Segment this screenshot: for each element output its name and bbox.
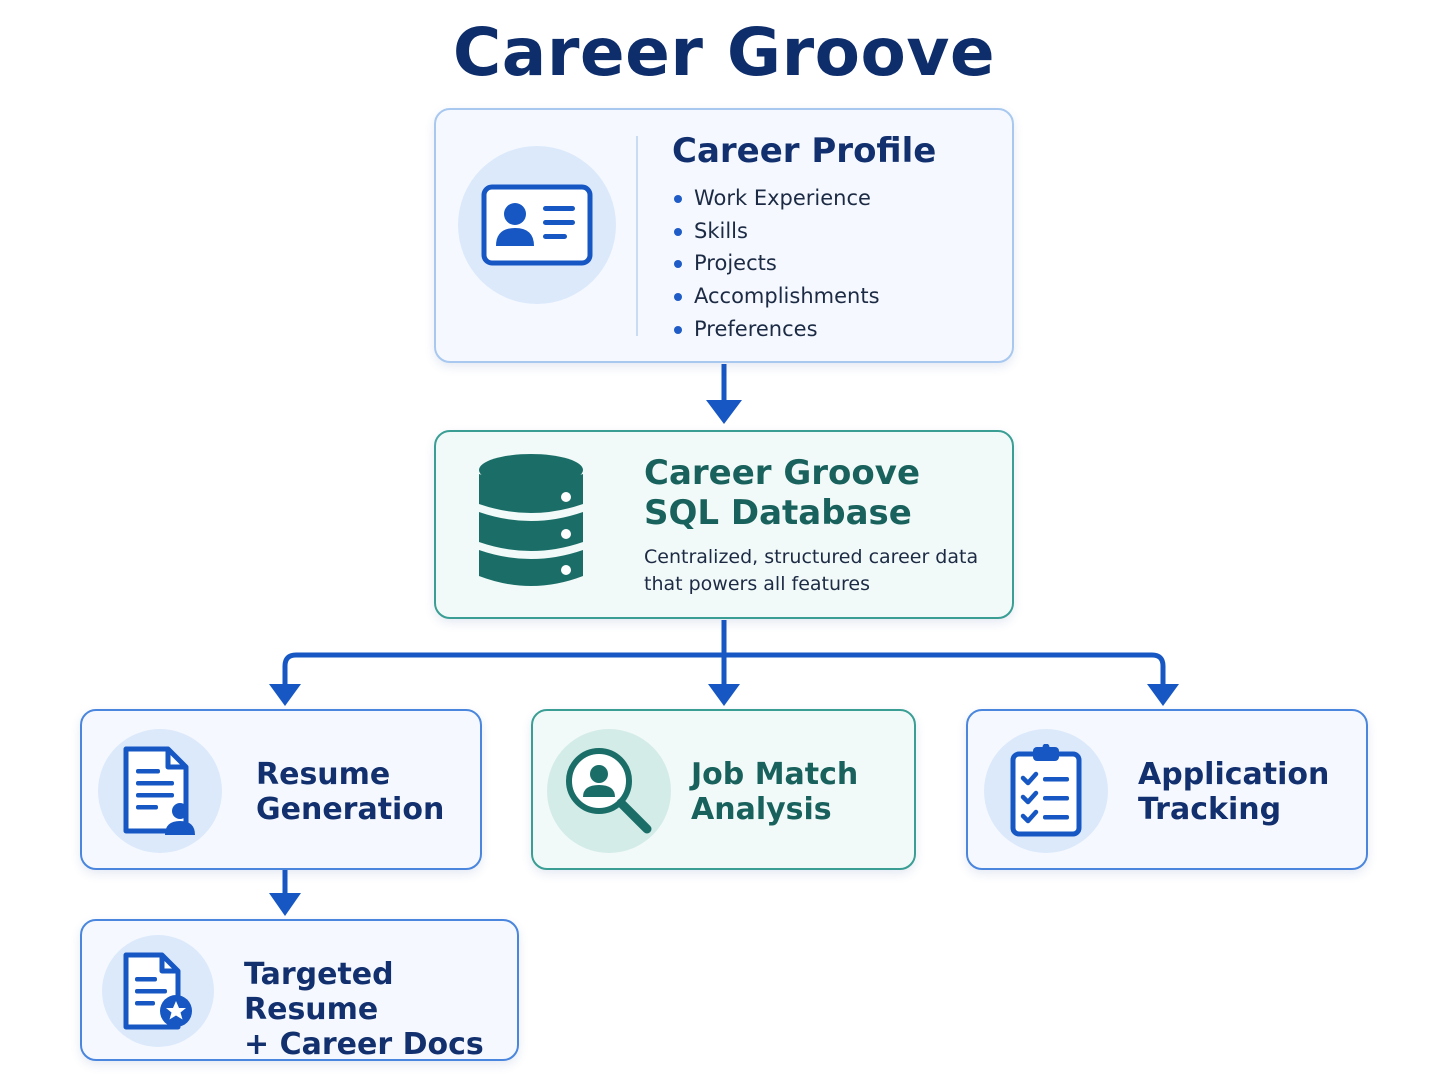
branch-line-left	[282, 620, 727, 686]
database-description-line2: that powers all features	[644, 573, 871, 595]
resume-title-line2: Generation	[256, 792, 445, 828]
diagram-title: Career Groove	[452, 14, 996, 91]
document-star-icon	[123, 952, 192, 1030]
job-match-title-line1: Job Match	[691, 757, 859, 792]
targeted-resume-card: Targeted Resume + Career Docs	[80, 919, 519, 1062]
database-description-line1: Centralized, structured career data	[644, 546, 979, 568]
arrowhead-resume	[269, 684, 301, 706]
application-tracking-card: Application Tracking	[966, 709, 1368, 870]
database-description: Centralized, structured career data that…	[644, 544, 978, 598]
targeted-title-line2: + Career Docs	[244, 1027, 484, 1063]
job-match-card: Job Match Analysis	[531, 709, 916, 870]
profile-title: Career Profile	[672, 131, 937, 171]
profile-item: Preferences	[672, 313, 880, 346]
profile-item: Projects	[672, 247, 880, 280]
resume-document-icon	[123, 746, 195, 835]
profile-item: Work Experience	[672, 182, 880, 215]
job-match-title-line2: Analysis	[691, 792, 832, 828]
database-icon	[479, 454, 583, 586]
profile-item: Accomplishments	[672, 280, 880, 313]
tracking-title: Application Tracking	[1138, 757, 1329, 827]
profile-items-list: Work Experience Skills Projects Accompli…	[672, 182, 880, 345]
resume-title: Resume Generation	[256, 757, 444, 827]
job-match-title: Job Match Analysis	[691, 757, 858, 827]
magnifier-person-icon	[566, 748, 652, 834]
arrowhead-job-match	[708, 684, 740, 706]
arrowhead-tracking	[1147, 684, 1179, 706]
job-match-icon-circle	[547, 729, 671, 853]
sql-database-card: Career Groove SQL Database Centralized, …	[434, 430, 1014, 619]
tracking-title-line1: Application	[1138, 757, 1330, 792]
targeted-icon-circle	[102, 935, 214, 1047]
arrowhead-targeted	[269, 893, 301, 916]
database-title: Career Groove SQL Database	[644, 453, 921, 534]
resume-title-line1: Resume	[256, 757, 391, 792]
profile-divider	[636, 136, 638, 336]
id-card-icon	[481, 184, 593, 266]
profile-icon-circle	[458, 146, 616, 304]
profile-item: Skills	[672, 215, 880, 248]
database-title-line2: SQL Database	[644, 492, 912, 533]
arrowhead-database	[706, 400, 742, 424]
targeted-title-line1: Targeted Resume	[244, 957, 394, 1028]
database-title-line1: Career Groove	[644, 453, 921, 493]
resume-icon-circle	[98, 729, 222, 853]
clipboard-checklist-icon	[1010, 744, 1082, 837]
tracking-title-line2: Tracking	[1138, 792, 1282, 828]
tracking-icon-circle	[984, 729, 1108, 853]
resume-generation-card: Resume Generation	[80, 709, 482, 870]
branch-line-right	[724, 652, 1166, 686]
targeted-title: Targeted Resume + Career Docs	[244, 957, 517, 1062]
career-profile-card: Career Profile Work Experience Skills Pr…	[434, 108, 1014, 363]
